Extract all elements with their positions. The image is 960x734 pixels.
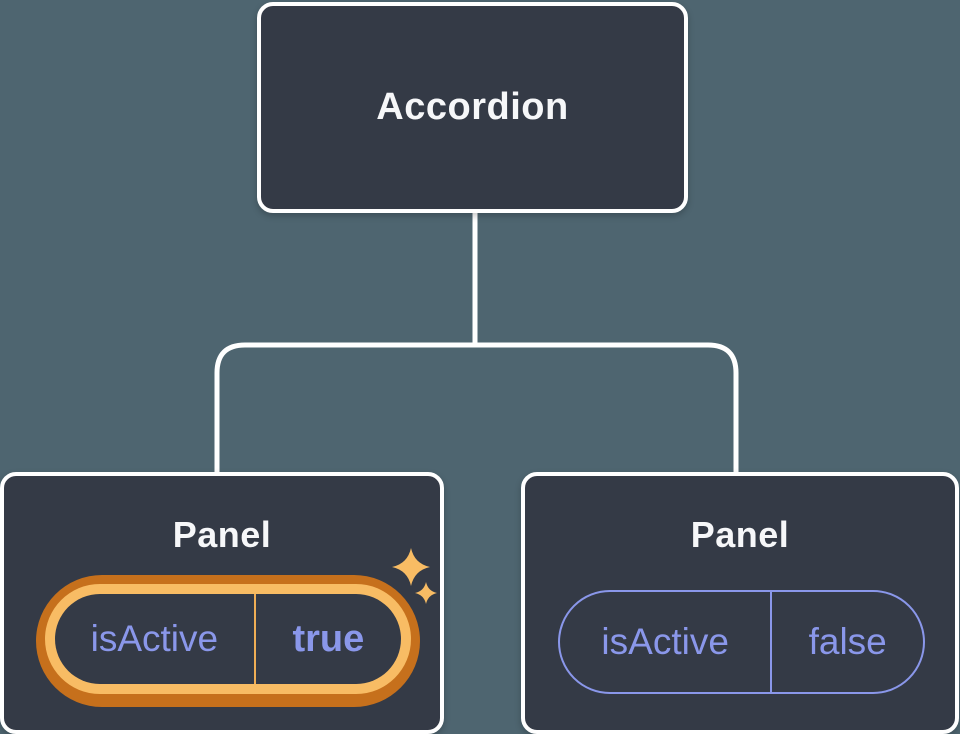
panel-node-active: Panel isActive true (0, 472, 444, 734)
accordion-node-label: Accordion (376, 86, 569, 128)
state-key: isActive (55, 594, 256, 684)
panel-node-label: Panel (172, 514, 272, 555)
state-pill-plain: isActive false (558, 590, 925, 694)
connector-branch (214, 342, 739, 474)
state-value: true (292, 617, 365, 660)
accordion-node: Accordion (257, 2, 688, 213)
sparkles-icon (392, 548, 437, 604)
state-pill-highlighted: isActive true (36, 575, 420, 707)
panel-node-label: Panel (690, 514, 790, 555)
state-value: false (808, 621, 887, 662)
state-key: isActive (560, 592, 773, 692)
panel-node-inactive: Panel isActive false (521, 472, 959, 734)
